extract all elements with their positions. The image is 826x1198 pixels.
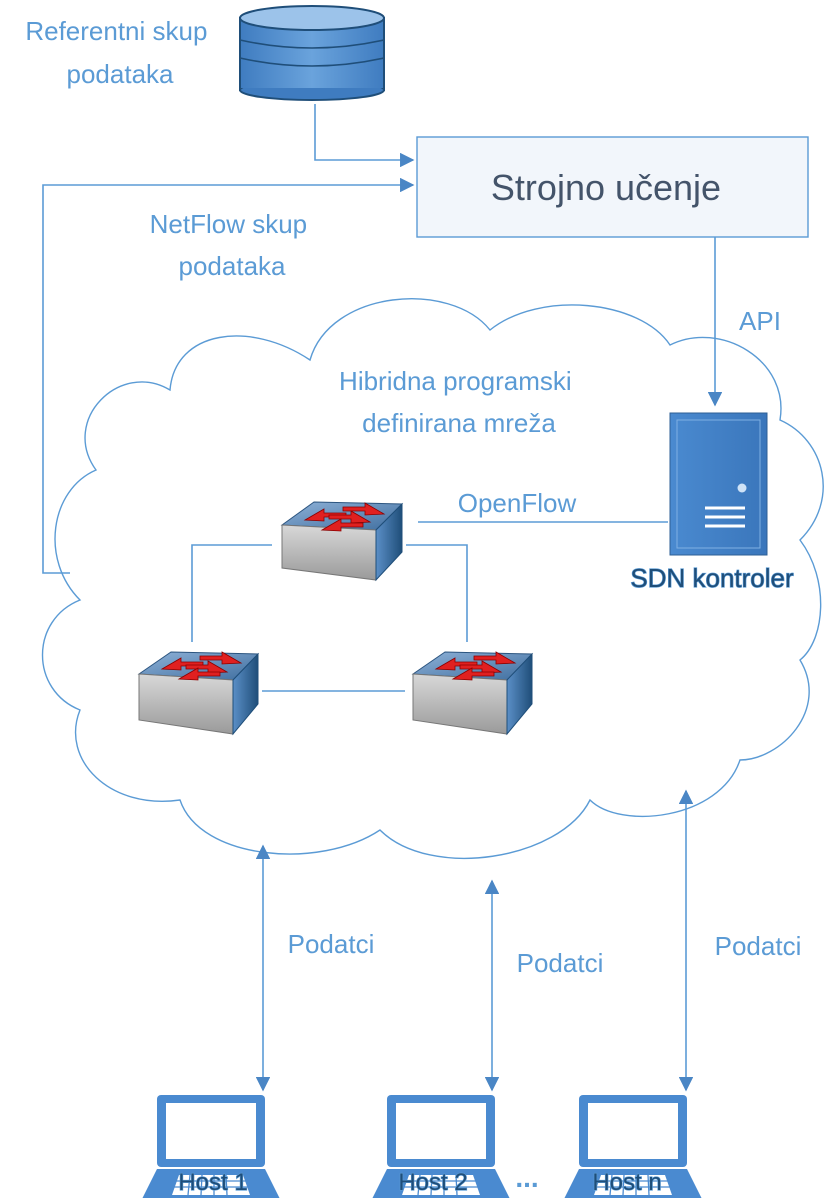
api-label: API: [739, 306, 781, 336]
server-icon: [669, 412, 768, 556]
database-icon: [239, 5, 385, 101]
host-label-n: Host n: [592, 1169, 661, 1196]
machine-learning-label: Strojno učenje: [491, 167, 721, 208]
data-flow-label-1: Podatci: [288, 929, 375, 959]
laptop-icon: [564, 1095, 702, 1198]
data-flow-label-3: Podatci: [715, 931, 802, 961]
switch-icon: [272, 490, 406, 610]
controller-label: SDN kontroler: [630, 563, 794, 593]
netflow-dataset-label: NetFlow skup podataka: [150, 209, 315, 281]
data-flow-label-2: Podatci: [517, 948, 604, 978]
switch-icon: [131, 642, 262, 750]
host-label-1: Host 1: [178, 1169, 247, 1196]
machine-learning-box: Strojno učenje: [416, 136, 809, 238]
reference-dataset-label: Referentni skup podataka: [25, 16, 214, 89]
connectors: [42, 104, 723, 1092]
host-label-2: Host 2: [398, 1169, 467, 1196]
network-label: Hibridna programski definirana mreža: [339, 366, 579, 438]
ellipsis-label: ...: [515, 1162, 538, 1193]
laptop-icon: [372, 1095, 510, 1198]
openflow-label: OpenFlow: [458, 488, 577, 518]
switch-icon: [405, 642, 536, 750]
laptop-icon: [142, 1095, 280, 1198]
